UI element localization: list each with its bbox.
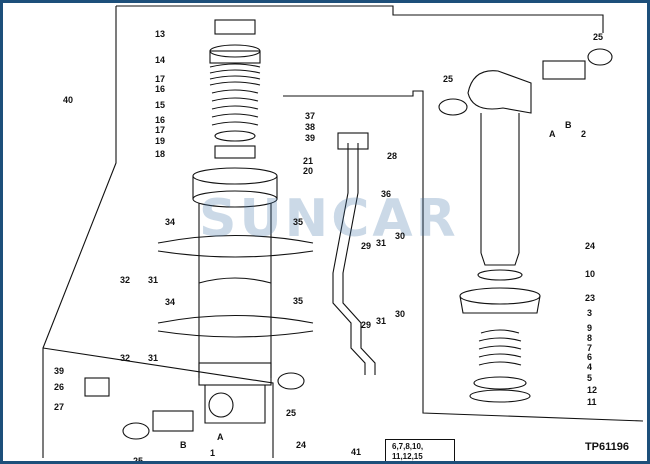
exploded-view-drawing	[42, 5, 644, 458]
callout-17a: 17	[155, 74, 166, 84]
callout-37: 37	[305, 111, 316, 121]
pipe-flange	[337, 132, 369, 150]
drawing-reference: TP61196	[584, 441, 629, 453]
callout-30b: 30	[395, 309, 406, 319]
callout-10: 10	[585, 269, 596, 279]
kit-parts-line1: 6,7,8,10,	[392, 442, 424, 451]
callout-21: 21	[303, 156, 314, 166]
callout-25b: 25	[286, 408, 297, 418]
callout-2: 2	[581, 129, 587, 139]
callout-17b: 17	[155, 125, 166, 135]
callout-16a: 16	[155, 84, 166, 94]
callout-39b: 39	[54, 366, 65, 376]
callout-29b: 29	[361, 320, 372, 330]
callout-32b: 32	[120, 353, 131, 363]
callout-27: 27	[54, 402, 65, 412]
callout-29a: 29	[361, 241, 372, 251]
rod-assembly	[459, 70, 541, 403]
callout-38: 38	[305, 122, 316, 132]
kit-box: 6,7,8,10, 11,12,15	[385, 439, 455, 461]
callout-20: 20	[303, 166, 314, 176]
callout-24b: 24	[585, 241, 596, 251]
callout-25a: 25	[133, 456, 144, 464]
callout-14: 14	[155, 55, 166, 65]
callout-6: 6	[587, 352, 593, 362]
callout-30a: 30	[395, 231, 406, 241]
callout-15: 15	[155, 100, 166, 110]
callout-7: 7	[587, 343, 593, 353]
callout-34b: 34	[165, 297, 176, 307]
callout-25d: 25	[593, 32, 604, 42]
hydraulic-pipe	[332, 143, 376, 375]
callout-24a: 24	[296, 440, 307, 450]
callout-8: 8	[587, 333, 593, 343]
panel-outline-inner	[42, 347, 274, 458]
callout-25c: 25	[443, 74, 454, 84]
callout-B1: B	[180, 440, 187, 450]
callout-23: 23	[585, 293, 596, 303]
callout-31d: 31	[148, 353, 159, 363]
clamp-bands	[157, 234, 314, 338]
callout-40: 40	[63, 95, 74, 105]
callout-5: 5	[587, 373, 593, 383]
callout-16b: 16	[155, 115, 166, 125]
callout-12: 12	[587, 385, 598, 395]
callout-18: 18	[155, 149, 166, 159]
watermark: SUNCAR	[199, 189, 459, 249]
cylinder-barrel	[192, 167, 278, 424]
panel-outline-left	[42, 6, 117, 458]
callout-9: 9	[587, 323, 593, 333]
callout-35a: 35	[293, 217, 304, 227]
callout-19: 19	[155, 136, 166, 146]
bushings	[84, 48, 613, 440]
callout-39a: 39	[305, 133, 316, 143]
callout-13: 13	[155, 29, 166, 39]
callout-31c: 31	[376, 316, 387, 326]
gland-stack	[209, 19, 261, 159]
panel-outline-mid	[283, 90, 644, 422]
kit-parts-line2: 11,12,15	[392, 452, 423, 461]
callout-32a: 32	[120, 275, 131, 285]
callout-11: 11	[587, 397, 597, 407]
callout-28: 28	[387, 151, 398, 161]
panel-outline-top	[116, 5, 604, 33]
callout-31b: 31	[148, 275, 159, 285]
callout-A2: A	[549, 129, 556, 139]
callout-36: 36	[381, 189, 392, 199]
callout-35b: 35	[293, 296, 304, 306]
callout-1: 1	[210, 448, 216, 458]
callout-26: 26	[54, 382, 65, 392]
callout-31a: 31	[376, 238, 387, 248]
callout-34a: 34	[165, 217, 176, 227]
callout-B2: B	[565, 120, 572, 130]
callout-A1: A	[217, 432, 224, 442]
callout-4: 4	[587, 362, 593, 372]
callout-3: 3	[587, 308, 593, 318]
kit-label: 41	[351, 447, 362, 457]
